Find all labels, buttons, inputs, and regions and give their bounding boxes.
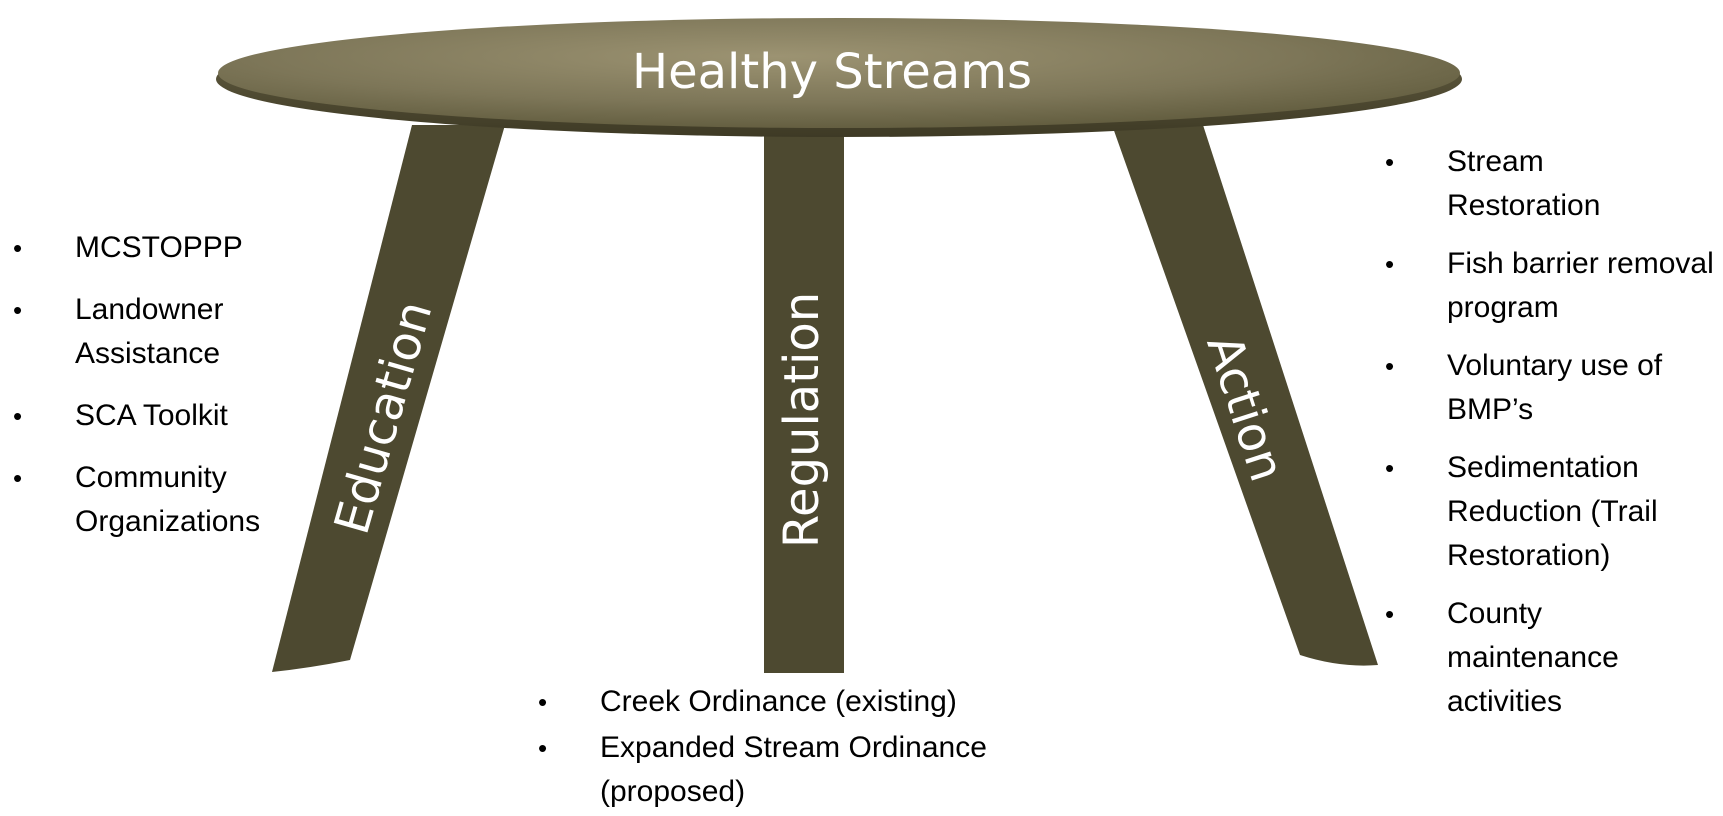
table-leg-regulation: [764, 125, 844, 673]
list-item: County maintenance activities: [1385, 592, 1677, 724]
table-leg-education: [272, 125, 505, 672]
table-leg-action: [1112, 125, 1378, 666]
list-item: Expanded Stream Ordinance (proposed): [538, 726, 1050, 814]
table-title: Healthy Streams: [632, 44, 1032, 100]
list-item: Landowner Assistance: [13, 288, 265, 376]
list-item: SCA Toolkit: [13, 394, 325, 438]
leg-label-regulation: Regulation: [774, 292, 830, 548]
list-item: Sedimentation Reduction (Trail Restorati…: [1385, 446, 1697, 578]
regulation-list: Creek Ordinance (existing) Expanded Stre…: [538, 680, 1050, 816]
list-item: MCSTOPPP: [13, 226, 325, 270]
action-list: Stream Restoration Fish barrier removal …: [1385, 140, 1723, 738]
education-list: MCSTOPPP Landowner Assistance SCA Toolki…: [13, 226, 325, 562]
list-item: Fish barrier removal program: [1385, 242, 1723, 330]
list-item: Community Organizations: [13, 456, 325, 544]
list-item: Creek Ordinance (existing): [538, 680, 1050, 724]
table-top: [218, 18, 1460, 128]
list-item: Stream Restoration: [1385, 140, 1657, 228]
list-item: Voluntary use of BMP’s: [1385, 344, 1723, 432]
